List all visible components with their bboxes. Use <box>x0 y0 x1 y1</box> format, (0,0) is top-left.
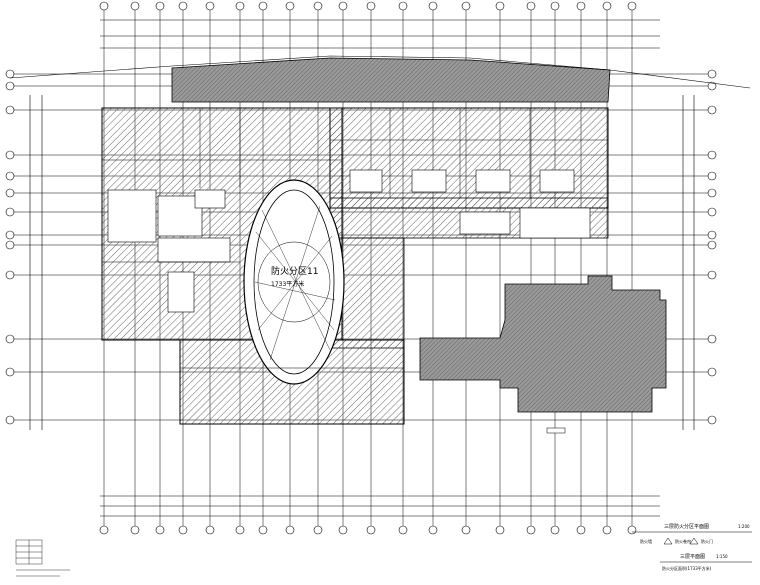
grid-bubble <box>258 525 268 535</box>
grid-bubble <box>5 207 15 217</box>
plan-note: 防火分区面积(1733平方米) <box>662 565 712 571</box>
atrium-outer <box>243 179 345 385</box>
grid-bubble <box>707 105 717 115</box>
legend-item-3: 防火门 <box>701 538 713 544</box>
grid-bubble <box>155 525 165 535</box>
legend-symbols <box>663 537 699 545</box>
zone-area-label: 1733平方米 <box>271 280 304 288</box>
grid-bubble <box>205 525 215 535</box>
top-dimension-lines <box>100 19 660 49</box>
grid-bubble <box>178 525 188 535</box>
grid-bubble <box>550 525 560 535</box>
grid-bubble <box>313 525 323 535</box>
title-block: 三层防火分区平面图 1:200 防火墙 防火卷帘 防火门 三层平面图 1:150… <box>632 523 752 571</box>
grid-bubble <box>707 207 717 217</box>
grid-bubble <box>627 525 637 535</box>
grid-bubble <box>428 1 438 11</box>
legend-item-2: 防火卷帘 <box>675 538 691 544</box>
grid-bubble <box>285 525 295 535</box>
zone-name-label: 防火分区11 <box>271 265 318 277</box>
grid-bubble <box>338 525 348 535</box>
grid-bubble <box>338 1 348 11</box>
grid-bubble <box>258 1 268 11</box>
grid-bubble <box>313 1 323 11</box>
bottom-dimension-lines <box>100 495 660 517</box>
plan-subtitle: 三层平面图 <box>680 554 705 560</box>
grid-bubble <box>602 1 612 11</box>
grid-bubble <box>461 525 471 535</box>
grid-bubble <box>5 240 15 250</box>
grid-bubble <box>235 525 245 535</box>
adjacent-building <box>419 275 667 413</box>
grid-bubble <box>495 1 505 11</box>
grid-bubble <box>5 334 15 344</box>
grid-bubble <box>5 150 15 160</box>
interior-partitions <box>102 108 608 369</box>
marker-tag <box>546 427 566 434</box>
grid-bubble <box>5 69 15 79</box>
grid-bubble <box>155 1 165 11</box>
drawing-title: 三层防火分区平面图 <box>664 523 709 530</box>
grid-bubble <box>99 1 109 11</box>
grid-bubble <box>5 105 15 115</box>
grid-bubble <box>707 270 717 280</box>
grid-bubble <box>707 188 717 198</box>
grid-bubble <box>550 1 560 11</box>
grid-bubble <box>526 1 536 11</box>
grid-bubble <box>178 1 188 11</box>
atrium-inner <box>253 189 335 375</box>
grid-bubble <box>205 1 215 11</box>
grid-bubble <box>707 415 717 425</box>
grid-bubble <box>627 1 637 11</box>
grid-bubble <box>130 1 140 11</box>
grid-bubble <box>5 230 15 240</box>
grid-bubble <box>366 1 376 11</box>
core-rooms <box>107 169 591 313</box>
plan-subtitle-scale: 1:150 <box>716 554 728 559</box>
grid-bubble <box>398 1 408 11</box>
grid-bubble <box>707 334 717 344</box>
grid-bubble <box>602 525 612 535</box>
grid-bubble <box>5 188 15 198</box>
right-dimension-lines <box>682 95 695 430</box>
grid-bubble <box>526 525 536 535</box>
grid-bubble <box>576 525 586 535</box>
grid-bubble <box>707 230 717 240</box>
roof-sweep-line <box>9 55 751 89</box>
legend-item-1: 防火墙 <box>640 538 652 544</box>
atrium-ring <box>257 241 331 323</box>
grid-bubble <box>366 525 376 535</box>
north-east-wing <box>329 107 609 209</box>
drawing-scale: 1:200 <box>738 524 750 529</box>
grid-bubble <box>495 525 505 535</box>
lower-left-legend-box <box>15 539 70 577</box>
grid-bubble <box>428 525 438 535</box>
grid-bubble <box>5 367 15 377</box>
grid-bubble <box>285 1 295 11</box>
grid-bubble <box>398 525 408 535</box>
grid-bubble <box>461 1 471 11</box>
grid-bubble <box>707 240 717 250</box>
grid-bubble <box>707 171 717 181</box>
atrium-chords <box>254 205 336 361</box>
grid-bubble <box>5 270 15 280</box>
grid-bubble <box>707 367 717 377</box>
grid-bubble <box>576 1 586 11</box>
grid-bubble <box>130 525 140 535</box>
grid-bubble <box>99 525 109 535</box>
grid-bubble <box>5 171 15 181</box>
left-dimension-lines <box>29 95 43 430</box>
grid-bubble <box>5 81 15 91</box>
grid-bubble <box>5 415 15 425</box>
grid-bubble <box>235 1 245 11</box>
grid-bubble <box>707 81 717 91</box>
grid-bubble <box>707 69 717 79</box>
grid-bubble <box>707 150 717 160</box>
